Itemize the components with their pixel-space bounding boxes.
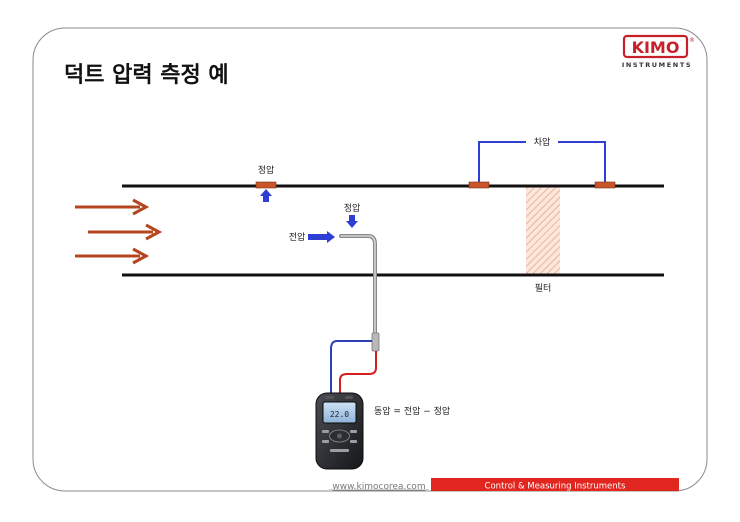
arrow-up-icon [260, 189, 272, 202]
device-reading: 22.0 [330, 410, 349, 419]
kimo-logo: KIMO ® INSTRUMENTS [622, 34, 695, 69]
airflow-arrow-icon [75, 198, 150, 216]
manometer-device: 22.0 [315, 392, 364, 470]
filter-label: 필터 [535, 282, 552, 294]
dynamic-pressure-formula: 동압 = 전압 − 정압 [374, 405, 450, 417]
probe-static-pressure-label: 정압 [344, 202, 361, 214]
arrow-down-icon [346, 215, 358, 228]
slide-frame [32, 27, 708, 492]
pitot-connector [371, 332, 380, 352]
airflow-arrow-icon [75, 247, 150, 265]
downstream-pressure-tap [594, 181, 616, 189]
airflow-arrows [75, 198, 163, 265]
differential-pressure-bracket: 차압 [478, 136, 606, 183]
page-title: 덕트 압력 측정 예 [64, 62, 229, 88]
footer-tagline: Control & Measuring Instruments [485, 482, 626, 492]
static-pressure-tap [255, 181, 277, 189]
total-pressure-label: 전압 [289, 231, 306, 243]
static-pressure-label: 정압 [258, 164, 275, 176]
differential-pressure-label: 차압 [534, 136, 551, 148]
upstream-pressure-tap [468, 181, 490, 189]
filter-element [526, 187, 560, 274]
device-screen [322, 401, 357, 424]
footer-banner [431, 478, 679, 491]
logo-registered: ® [689, 37, 695, 44]
logo-brand: KIMO [632, 38, 680, 57]
website-link[interactable]: www.kimocorea.com [332, 482, 425, 492]
logo-subtitle: INSTRUMENTS [622, 61, 692, 69]
logo-frame [622, 34, 689, 59]
arrow-right-icon [308, 231, 335, 243]
blue-hose [330, 340, 372, 397]
red-hose [339, 351, 377, 397]
airflow-arrow-icon [88, 223, 163, 241]
